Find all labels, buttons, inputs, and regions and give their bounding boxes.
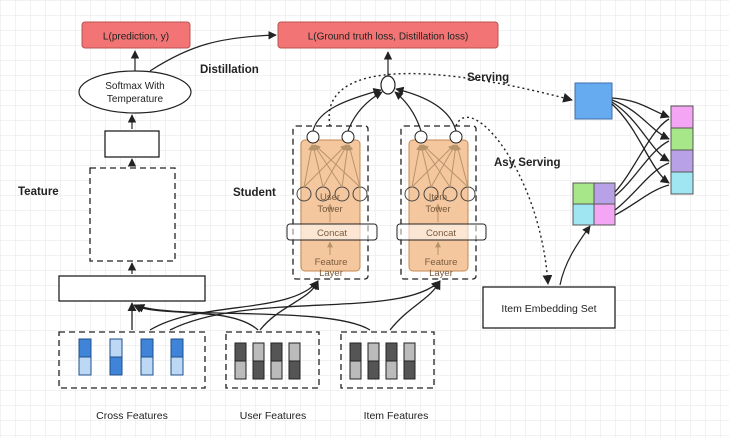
feature-routing-edges xyxy=(127,280,441,331)
user-features-label: User Features xyxy=(240,410,307,422)
cross-features-label: Cross Features xyxy=(96,410,168,422)
item-tower-to-combiner-arrow-2 xyxy=(395,86,457,132)
item-embedding-set-box[interactable] xyxy=(482,286,616,329)
teacher-output-box[interactable] xyxy=(104,130,160,158)
student-label: Student xyxy=(233,187,276,199)
item-tower-output-neuron xyxy=(449,130,463,144)
user-feature-cell xyxy=(252,342,265,362)
cross-feature-cell xyxy=(140,356,154,376)
distillation-label: Distillation xyxy=(200,64,259,76)
item-feature-cell xyxy=(403,342,416,362)
user-tower-name-line2: Tower xyxy=(317,204,342,215)
user-feature-cell xyxy=(234,360,247,380)
student-loss-box[interactable] xyxy=(277,21,499,49)
item-concat-box xyxy=(396,223,487,241)
softmax-temperature-node[interactable] xyxy=(78,70,192,114)
item-tower[interactable]: Item Tower Concat Feature Layer xyxy=(396,125,487,280)
user-tower-name-line1: User xyxy=(320,192,340,203)
candidate-embedding-cell xyxy=(670,105,694,129)
distillation-arrow xyxy=(149,31,277,72)
embedding-set-to-cache-arrow xyxy=(559,225,591,286)
matching-edges xyxy=(611,97,670,216)
item-tower-output-neuron xyxy=(414,130,428,144)
user-feature-layer-line2: Layer xyxy=(319,268,343,279)
candidate-embedding-cell xyxy=(670,127,694,151)
softmax-label-line2: Temperature xyxy=(107,94,164,105)
item-feature-cell xyxy=(385,342,398,362)
user-feature-cell xyxy=(288,360,301,380)
user-feature-layer-line1: Feature xyxy=(315,257,348,268)
item-tower-name-line2: Tower xyxy=(425,204,450,215)
item-features-outline xyxy=(340,331,435,389)
cross-feature-cell xyxy=(140,338,154,358)
teacher-input-layer[interactable] xyxy=(58,275,206,302)
item-embedding-set-label: Item Embedding Set xyxy=(501,303,596,315)
cross-feature-cell xyxy=(78,356,92,376)
item-feature-cell xyxy=(349,342,362,362)
user-tower-to-combiner-arrow xyxy=(312,87,382,132)
user-tower-output-neuron xyxy=(341,130,355,144)
user-feature-cell xyxy=(288,342,301,362)
cached-item-embeddings[interactable] xyxy=(572,182,616,226)
item-feature-layer-line2: Layer xyxy=(429,268,453,279)
serving-label: Serving xyxy=(467,72,509,84)
item-tower-outline xyxy=(400,125,477,280)
item-feature-cell xyxy=(403,360,416,380)
user-feature-cell xyxy=(270,342,283,362)
teacher-loss-box[interactable] xyxy=(81,21,191,49)
user-tower-outline xyxy=(292,125,369,280)
item-feature-cell xyxy=(367,342,380,362)
user-tower[interactable]: User Tower Concat Feature Layer xyxy=(286,125,378,280)
item-feature-cell xyxy=(385,360,398,380)
teacher-label: Teature xyxy=(18,186,59,198)
cached-embedding-cell xyxy=(593,182,616,205)
cross-feature-cell xyxy=(170,356,184,376)
user-features-group[interactable] xyxy=(225,331,320,389)
candidate-embedding-cell xyxy=(670,149,694,173)
teacher-loss-label: L(prediction, y) xyxy=(103,32,169,43)
item-feature-cell xyxy=(349,360,362,380)
candidate-embedding-cell xyxy=(670,171,694,195)
item-concat-label: Concat xyxy=(426,228,456,239)
cached-embedding-cell xyxy=(593,203,616,226)
cross-feature-cell xyxy=(109,338,123,358)
user-feature-cell xyxy=(234,342,247,362)
user-concat-box xyxy=(286,223,378,241)
item-features-label: Item Features xyxy=(364,410,429,422)
cross-features-outline xyxy=(58,331,206,389)
item-features-group[interactable] xyxy=(340,331,435,389)
user-concat-label: Concat xyxy=(317,228,347,239)
user-tower-output-neuron xyxy=(306,130,320,144)
item-feature-cell xyxy=(367,360,380,380)
user-features-outline xyxy=(225,331,320,389)
item-tower-name-line1: Item xyxy=(429,192,448,203)
cached-embedding-cell xyxy=(572,182,595,205)
cross-features-group[interactable] xyxy=(58,331,206,389)
student-loss-label: L(Ground truth loss, Distillation loss) xyxy=(308,32,469,43)
asy-serving-dotted-arrow xyxy=(455,116,553,285)
asy-serving-label: Asy Serving xyxy=(494,157,560,169)
user-feature-cell xyxy=(252,360,265,380)
teacher-hidden-layers[interactable] xyxy=(89,167,176,262)
softmax-label-line1: Softmax With xyxy=(105,81,164,92)
cross-feature-cell xyxy=(170,338,184,358)
user-feature-cell xyxy=(270,360,283,380)
user-tower-to-combiner-arrow-2 xyxy=(347,91,383,132)
cached-embedding-cell xyxy=(572,203,595,226)
cross-feature-cell xyxy=(109,356,123,376)
score-combiner-node[interactable] xyxy=(380,75,396,95)
candidate-item-embeddings[interactable] xyxy=(670,105,694,195)
cross-feature-cell xyxy=(78,338,92,358)
user-embedding-square[interactable] xyxy=(574,82,613,120)
item-feature-layer-line1: Feature xyxy=(425,257,458,268)
